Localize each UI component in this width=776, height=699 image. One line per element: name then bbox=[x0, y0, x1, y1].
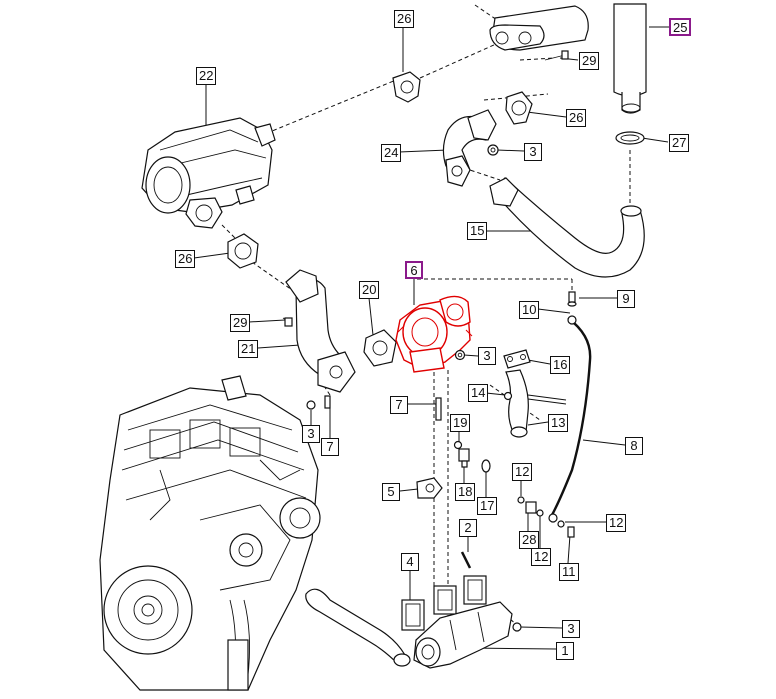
elbow-pipe-part-24 bbox=[442, 109, 497, 187]
callout-29-top[interactable]: 29 bbox=[579, 52, 600, 70]
nut-part-3-left bbox=[306, 400, 316, 410]
callout-26-left[interactable]: 26 bbox=[175, 250, 196, 268]
callout-26-top[interactable]: 26 bbox=[394, 10, 415, 28]
gasket-parts-26 bbox=[227, 71, 533, 269]
callout-21[interactable]: 21 bbox=[238, 340, 259, 358]
callout-11[interactable]: 11 bbox=[559, 563, 579, 581]
silencer-part-25 bbox=[489, 3, 647, 114]
callout-10[interactable]: 10 bbox=[519, 301, 540, 319]
bolt-part-29-top bbox=[544, 50, 569, 61]
bolt-part-29-left bbox=[282, 317, 293, 327]
fitting-parts-17-19 bbox=[453, 440, 491, 473]
callout-27[interactable]: 27 bbox=[669, 134, 690, 152]
gasket-part-20 bbox=[363, 329, 397, 367]
return-pipe-part-13 bbox=[505, 369, 567, 438]
callout-16[interactable]: 16 bbox=[550, 356, 571, 374]
fitting-parts-11-12-28 bbox=[517, 496, 575, 538]
callout-17[interactable]: 17 bbox=[477, 497, 498, 515]
callout-6[interactable]: 6 bbox=[405, 261, 423, 279]
callout-12-right[interactable]: 12 bbox=[606, 514, 627, 532]
callout-15[interactable]: 15 bbox=[467, 222, 488, 240]
callout-7-lower[interactable]: 7 bbox=[321, 438, 339, 456]
clamp-part-27 bbox=[615, 131, 645, 145]
engine-block bbox=[99, 375, 321, 691]
callout-25[interactable]: 25 bbox=[669, 18, 692, 36]
catalytic-converter-part-22 bbox=[141, 117, 276, 229]
nut-part-3-upper bbox=[487, 144, 499, 156]
callout-5[interactable]: 5 bbox=[382, 483, 400, 501]
callout-24[interactable]: 24 bbox=[381, 144, 402, 162]
callout-29-left[interactable]: 29 bbox=[230, 314, 251, 332]
callout-12-upper[interactable]: 12 bbox=[512, 463, 533, 481]
callout-18[interactable]: 18 bbox=[455, 483, 476, 501]
callout-28[interactable]: 28 bbox=[519, 531, 540, 549]
exhaust-manifold-part-1 bbox=[413, 601, 513, 669]
callout-3-bottom[interactable]: 3 bbox=[562, 620, 580, 638]
callout-26-right[interactable]: 26 bbox=[566, 109, 587, 127]
callout-14[interactable]: 14 bbox=[468, 384, 489, 402]
callout-1[interactable]: 1 bbox=[556, 642, 574, 660]
callout-9[interactable]: 9 bbox=[617, 290, 635, 308]
callout-12-lower[interactable]: 12 bbox=[531, 548, 552, 566]
oil-line-part-8 bbox=[548, 291, 592, 523]
small-coolant-pipe bbox=[305, 588, 411, 667]
callout-3-upper[interactable]: 3 bbox=[524, 143, 542, 161]
downpipe-part-21 bbox=[285, 269, 356, 393]
callout-3-turbo[interactable]: 3 bbox=[478, 347, 496, 365]
gasket-part-16 bbox=[503, 349, 531, 369]
callout-3-left[interactable]: 3 bbox=[302, 425, 320, 443]
turbocharger-part-6 bbox=[395, 295, 473, 373]
callout-19[interactable]: 19 bbox=[450, 414, 471, 432]
nut-part-3-bottom bbox=[512, 622, 522, 632]
callout-8[interactable]: 8 bbox=[625, 437, 643, 455]
callout-13[interactable]: 13 bbox=[548, 414, 569, 432]
callout-7-upper[interactable]: 7 bbox=[390, 396, 408, 414]
stud-parts-7 bbox=[324, 395, 442, 421]
callout-4[interactable]: 4 bbox=[401, 553, 419, 571]
callout-22[interactable]: 22 bbox=[196, 67, 217, 85]
nut-part-14 bbox=[503, 391, 513, 401]
callout-20[interactable]: 20 bbox=[359, 281, 380, 299]
leader-lines bbox=[193, 4, 669, 650]
exhaust-pipe-part-15 bbox=[489, 177, 645, 278]
gasket-part-5 bbox=[416, 477, 443, 499]
callout-2[interactable]: 2 bbox=[459, 519, 477, 537]
nut-part-3-turbo bbox=[454, 349, 466, 361]
stud-and-gaskets-2-4 bbox=[401, 551, 487, 631]
